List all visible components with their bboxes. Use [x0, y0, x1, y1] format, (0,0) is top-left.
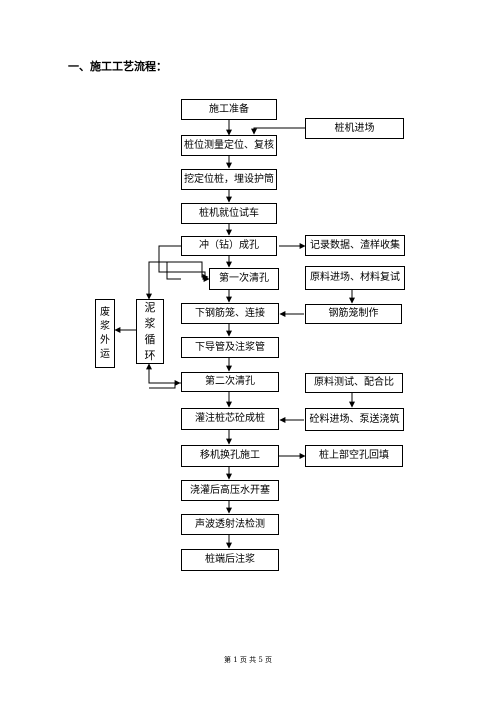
step-drilling: 冲（钻）成孔 [181, 236, 277, 256]
step-lower-cage: 下钢筋笼、连接 [181, 303, 279, 324]
arrow-rig-entry [251, 127, 305, 135]
side-material-retest: 原料进场、材料复试 [305, 266, 405, 290]
arrow-mud-loop-1 [146, 261, 181, 300]
step-pile-survey: 桩位测量定位、复核 [181, 135, 277, 156]
side-mix-test: 原料测试、配合比 [305, 373, 403, 393]
step-lower-pipes: 下导管及注浆管 [181, 337, 279, 358]
side-record-data: 记录数据、渣样收集 [305, 235, 405, 256]
side-concrete-pumping: 砼料进场、泵送浇筑 [305, 408, 404, 431]
step-high-pressure-water: 浇灌后高压水开塞 [181, 480, 279, 501]
arrow-mud-loop-2 [149, 261, 209, 280]
step-base-grouting: 桩端后注浆 [181, 549, 279, 571]
waste-mud-transport-box: 废浆外运 [95, 299, 115, 368]
arrow-mud-return-2 [146, 363, 181, 384]
side-cage-fabrication: 钢筋笼制作 [305, 304, 402, 324]
step-sonic-test: 声波透射法检测 [181, 514, 279, 535]
page-footer: 第 1 页 共 5 页 [223, 656, 273, 664]
mud-circulation-box: 泥浆循环 [136, 299, 164, 364]
side-hole-backfill: 桩上部空孔回填 [305, 445, 403, 467]
step-pour-concrete: 灌注桩芯砼成桩 [181, 408, 279, 430]
arrow-mud-loop-3 [158, 245, 210, 282]
side-rig-entry: 桩机进场 [305, 118, 404, 139]
step-construction-prep: 施工准备 [181, 99, 277, 120]
step-first-cleaning: 第一次清孔 [209, 268, 279, 290]
step-locate-casing: 挖定位桩，埋设护筒 [181, 169, 277, 190]
section-heading: 一、施工工艺流程： [68, 60, 167, 73]
step-move-rig: 移机换孔施工 [181, 445, 279, 467]
arrow-mud-fwd-2 [149, 380, 181, 389]
step-second-cleaning: 第二次清孔 [181, 372, 279, 392]
step-rig-test: 桩机就位试车 [181, 203, 277, 224]
